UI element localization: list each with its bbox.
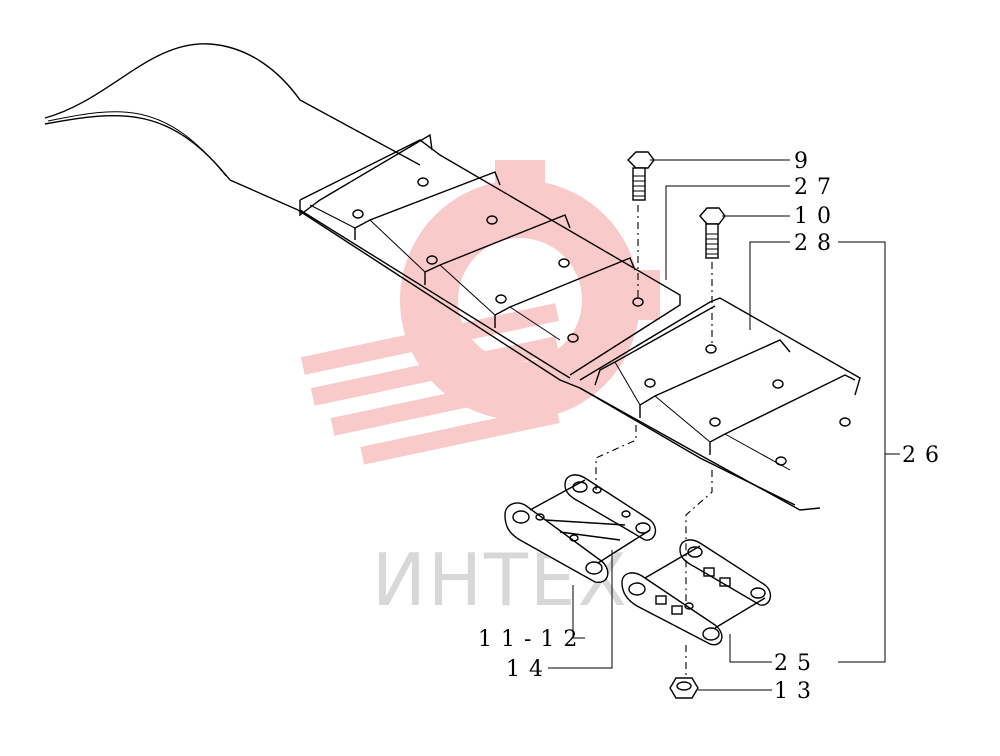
callout-11-12: 11-12 xyxy=(478,627,586,652)
assembly-lines xyxy=(595,205,713,676)
callout-26: 26 xyxy=(902,443,948,468)
track-shoe-section-left xyxy=(299,133,681,379)
callout-labels: 9 27 10 28 26 11-12 14 25 13 xyxy=(478,149,948,704)
callout-14: 14 xyxy=(506,657,552,682)
callout-28: 28 xyxy=(794,231,840,256)
bolt-9 xyxy=(627,151,655,201)
callout-9: 9 xyxy=(794,149,817,174)
chain-link-left xyxy=(504,474,657,583)
callout-13: 13 xyxy=(774,679,820,704)
chain-link-right xyxy=(621,539,772,646)
callout-27: 27 xyxy=(794,175,840,200)
leader-lines xyxy=(548,159,900,691)
nut-13 xyxy=(669,677,699,699)
callout-10: 10 xyxy=(794,204,840,229)
callout-25: 25 xyxy=(774,651,820,676)
bolt-10 xyxy=(699,207,726,259)
track-shoe-section-right xyxy=(579,297,861,506)
watermark-logo xyxy=(300,160,660,465)
